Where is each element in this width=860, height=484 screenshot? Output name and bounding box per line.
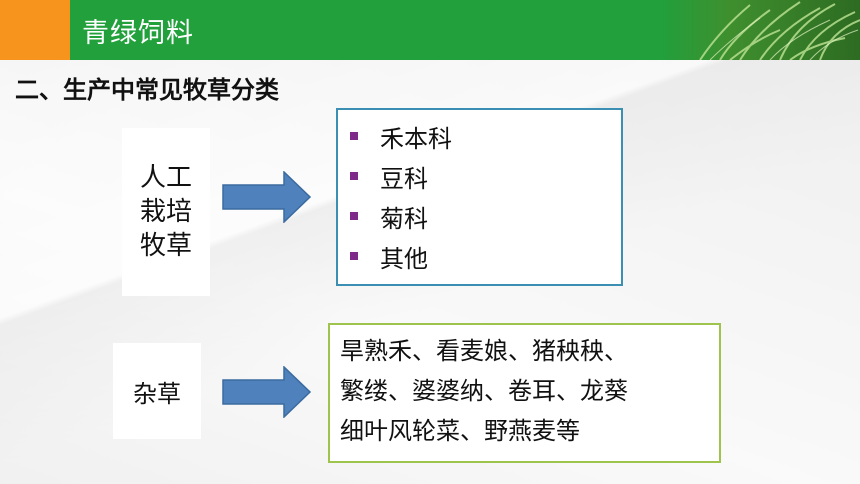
bullet-icon: [350, 212, 358, 220]
arrow-right-icon: [222, 366, 312, 418]
cultivated-label-line: 栽培: [139, 197, 192, 227]
list-item-label: 其他: [380, 244, 428, 273]
grass-image: [660, 0, 860, 60]
bullet-icon: [350, 172, 358, 180]
list-item-label: 菊科: [380, 204, 428, 233]
weeds-line: 细叶风轮菜、野燕麦等: [340, 417, 580, 445]
weeds-line: 旱熟禾、看麦娘、猪秧秧、: [340, 337, 628, 365]
list-item-label: 豆科: [380, 164, 428, 193]
bullet-icon: [350, 252, 358, 260]
page-title: 青绿饲料: [82, 18, 194, 49]
list-item-label: 禾本科: [380, 124, 452, 153]
section-subtitle: 二、生产中常见牧草分类: [15, 76, 279, 104]
header-accent: [0, 0, 70, 60]
weeds-line: 繁缕、婆婆纳、卷耳、龙葵: [340, 377, 628, 405]
cultivated-grass-label: 人工 栽培 牧草: [122, 128, 210, 296]
weeds-list-box: 旱熟禾、看麦娘、猪秧秧、 繁缕、婆婆纳、卷耳、龙葵 细叶风轮菜、野燕麦等: [328, 323, 721, 463]
weeds-label: 杂草: [113, 343, 201, 439]
header-bar: 青绿饲料: [0, 0, 860, 60]
cultivated-label-line: 人工: [139, 163, 192, 193]
list-item: 禾本科: [348, 116, 621, 156]
list-item: 菊科: [348, 196, 621, 236]
arrow-right-icon: [222, 171, 312, 223]
list-item: 豆科: [348, 156, 621, 196]
cultivated-label-line: 牧草: [139, 231, 192, 261]
bullet-icon: [350, 132, 358, 140]
cultivated-grass-list: 禾本科 豆科 菊科 其他: [336, 108, 623, 286]
list-item: 其他: [348, 236, 621, 276]
